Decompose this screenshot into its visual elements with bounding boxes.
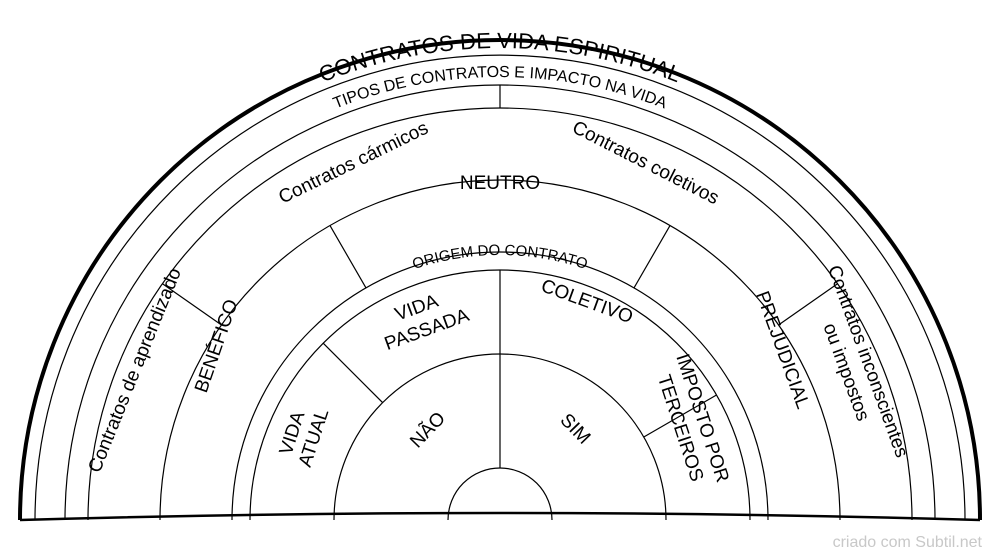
label-imposed-by-others: IMPOSTO POR TERCEIROS bbox=[649, 351, 735, 497]
label-karmic-contracts: Contratos cármicos bbox=[275, 118, 431, 209]
label-neutral: NEUTRO bbox=[460, 173, 540, 194]
label-learning-contracts: Contratos de aprendizado bbox=[85, 265, 186, 476]
base-line bbox=[19, 511, 981, 522]
divider-5 bbox=[322, 342, 384, 404]
divider-2 bbox=[778, 283, 838, 326]
origin-ring-label: ORIGEM DO CONTRATO bbox=[410, 242, 589, 273]
label-beneficial: BENÉFICO bbox=[191, 297, 242, 396]
divider-1 bbox=[162, 283, 222, 326]
label-yes: SIM bbox=[556, 410, 595, 449]
divider-7 bbox=[643, 394, 717, 438]
divider-3 bbox=[329, 225, 367, 289]
watermark: criado com Subtil.net bbox=[832, 534, 982, 551]
diagram-dividers bbox=[162, 85, 838, 468]
label-collective-contracts: Contratos coletivos bbox=[569, 117, 723, 209]
label-no: NÃO bbox=[405, 407, 449, 452]
ring-2 bbox=[87, 107, 913, 521]
outer-rim bbox=[18, 38, 982, 521]
label-unconscious-contracts: Contratos inconscientes ou impostos bbox=[800, 263, 913, 474]
label-past-life: VIDA PASSADA bbox=[374, 282, 473, 355]
ring-4 bbox=[231, 251, 769, 521]
divider-4 bbox=[633, 225, 671, 289]
ring-3 bbox=[159, 179, 841, 521]
label-current-life: VIDA ATUAL bbox=[274, 400, 333, 470]
ring-0 bbox=[34, 54, 966, 521]
